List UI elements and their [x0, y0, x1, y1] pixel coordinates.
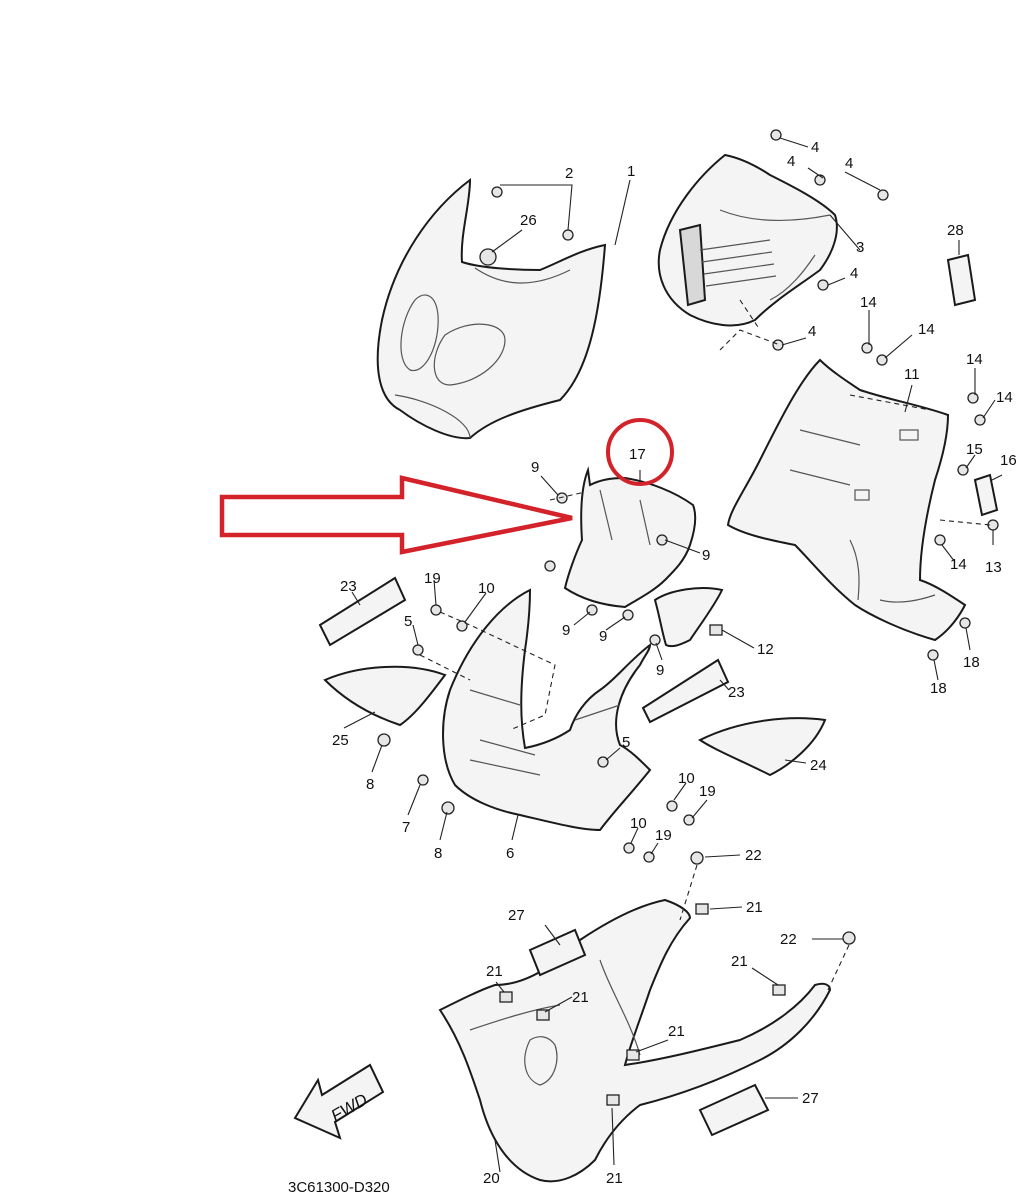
part-pad-23-left[interactable] — [318, 576, 407, 647]
part-leg-shield-inner[interactable] — [726, 358, 967, 642]
callout-14a: 14 — [860, 294, 877, 311]
part-front-cowl[interactable] — [376, 177, 607, 440]
part-16[interactable] — [973, 473, 999, 517]
callout-14c: 14 — [966, 351, 983, 368]
callout-labels: 1 2 26 3 4 4 4 4 4 28 14 14 14 14 14 11 … — [332, 139, 1017, 1187]
leader-lines — [343, 137, 1003, 1173]
callout-9b: 9 — [702, 547, 710, 564]
callout-5a: 5 — [404, 613, 412, 630]
part-label-28[interactable] — [946, 253, 977, 307]
callout-22b: 22 — [780, 931, 797, 948]
callout-4c: 4 — [845, 155, 853, 172]
callout-14b: 14 — [918, 321, 935, 338]
callout-10b: 10 — [678, 770, 695, 787]
callout-25: 25 — [332, 732, 349, 749]
callout-4d: 4 — [850, 265, 858, 282]
callout-22a: 22 — [745, 847, 762, 864]
fasteners — [377, 129, 999, 1106]
callout-23b: 23 — [728, 684, 745, 701]
callout-11: 11 — [904, 366, 920, 383]
callout-3: 3 — [856, 239, 864, 256]
part-bottom-side-cover[interactable] — [438, 898, 832, 1183]
part-pad-27-upper[interactable] — [528, 928, 587, 977]
callout-19c: 19 — [655, 827, 672, 844]
part-pad-23-right[interactable] — [641, 658, 730, 724]
callout-26: 26 — [520, 212, 537, 229]
callout-21d: 21 — [572, 989, 589, 1006]
callout-23a: 23 — [340, 578, 357, 595]
callout-14d: 14 — [996, 389, 1013, 406]
part-pad-24[interactable] — [698, 717, 827, 777]
callout-18b: 18 — [930, 680, 947, 697]
callout-27b: 27 — [802, 1090, 819, 1107]
callout-21e: 21 — [668, 1023, 685, 1040]
callout-27a: 27 — [508, 907, 525, 924]
part-pad-25[interactable] — [323, 665, 447, 727]
callout-6: 6 — [506, 845, 514, 862]
drawing-code: 3C61300-D320 — [288, 1179, 390, 1196]
callout-8b: 8 — [434, 845, 442, 862]
callout-9e: 9 — [656, 662, 664, 679]
callout-21b: 21 — [731, 953, 748, 970]
highlight-annotation — [219, 418, 674, 555]
callout-9c: 9 — [562, 622, 570, 639]
part-pad-27-lower[interactable] — [698, 1083, 770, 1137]
callout-15: 15 — [966, 441, 983, 458]
callout-19a: 19 — [424, 570, 441, 587]
part-inner-front-panel[interactable] — [657, 153, 838, 327]
callout-16: 16 — [1000, 452, 1017, 469]
part-front-lower-cover[interactable] — [442, 588, 652, 832]
callout-10a: 10 — [478, 580, 495, 597]
callout-21a: 21 — [746, 899, 763, 916]
highlight-circle — [606, 418, 674, 486]
callout-20: 20 — [483, 1170, 500, 1187]
part-17-inner-panel[interactable] — [563, 466, 724, 648]
forward-direction-arrow: FWD — [293, 1063, 385, 1140]
callout-5b: 5 — [622, 734, 630, 751]
callout-13: 13 — [985, 559, 1002, 576]
callout-14e: 14 — [950, 556, 967, 573]
callout-21f: 21 — [606, 1170, 623, 1187]
callout-1: 1 — [627, 163, 635, 180]
callout-4a: 4 — [811, 139, 819, 156]
callout-18a: 18 — [963, 654, 980, 671]
callout-10c: 10 — [630, 815, 647, 832]
callout-4e: 4 — [808, 323, 816, 340]
callout-7: 7 — [402, 819, 410, 836]
highlight-arrow-icon — [219, 475, 573, 555]
callout-4b: 4 — [787, 153, 795, 170]
callout-17: 17 — [629, 446, 646, 463]
callout-9a: 9 — [531, 459, 539, 476]
callout-24: 24 — [810, 757, 827, 774]
callout-9d: 9 — [599, 628, 607, 645]
callout-8a: 8 — [366, 776, 374, 793]
callout-2: 2 — [565, 165, 573, 182]
callout-21c: 21 — [486, 963, 503, 980]
callout-28: 28 — [947, 222, 964, 239]
callout-19b: 19 — [699, 783, 716, 800]
callout-12: 12 — [757, 641, 774, 658]
